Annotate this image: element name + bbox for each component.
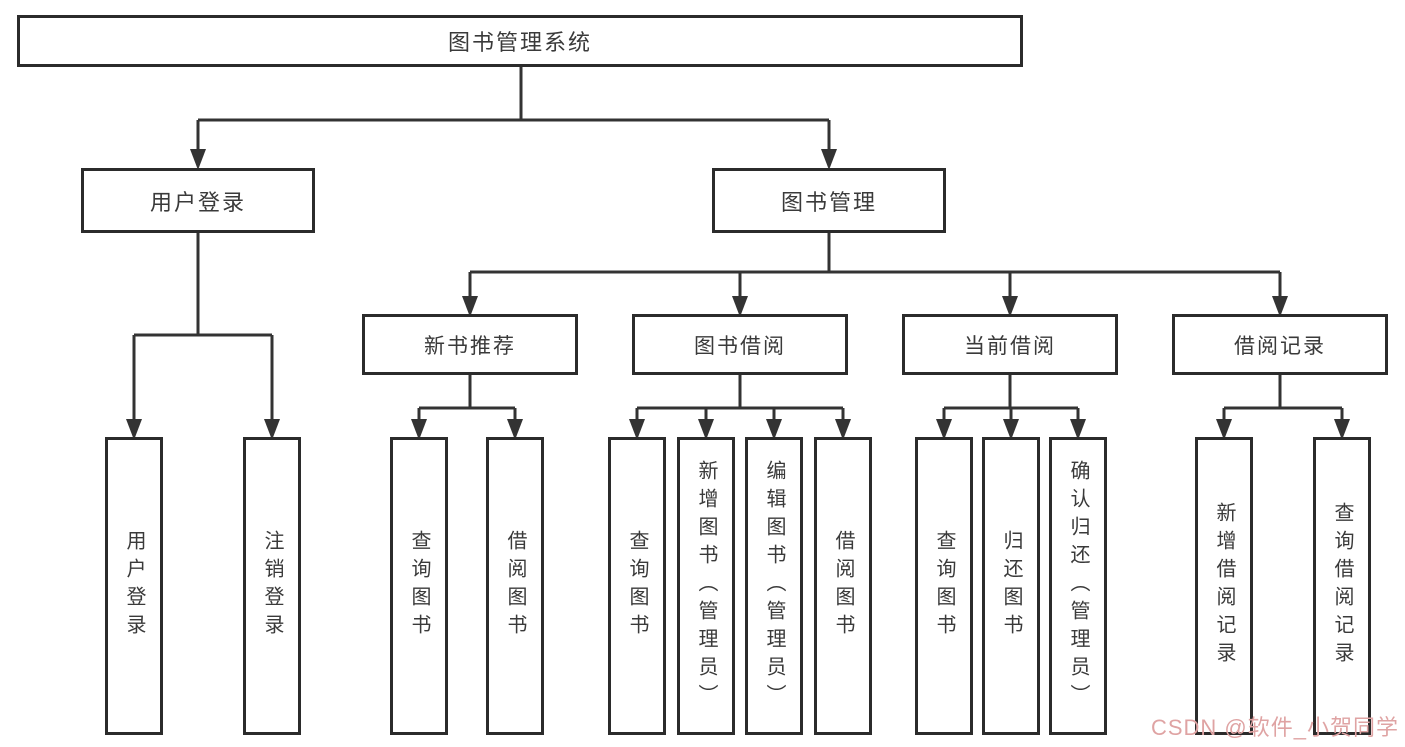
node-label: 图书借阅 xyxy=(694,334,786,358)
node-label: 图书管理系统 xyxy=(447,30,592,55)
arrowhead xyxy=(190,149,206,170)
node-label: 借阅图书 xyxy=(832,530,854,642)
node-leaf-logout: 注销登录 xyxy=(243,437,301,735)
node-leaf-query-borrow-record: 查询借阅记录 xyxy=(1313,437,1371,735)
node-label: 查询借阅记录 xyxy=(1331,502,1353,670)
arrowhead xyxy=(821,149,837,170)
node-user-login: 用户登录 xyxy=(81,168,315,233)
csdn-watermark: CSDN @软件_小贺同学 xyxy=(1150,715,1399,740)
node-leaf-confirm-return-admin: 确认归还（管理员） xyxy=(1049,437,1107,735)
node-leaf-edit-books-admin: 编辑图书（管理员） xyxy=(745,437,803,735)
node-leaf-query-books-2: 查询图书 xyxy=(608,437,666,735)
node-book-borrow: 图书借阅 xyxy=(632,314,848,375)
node-label: 新书推荐 xyxy=(424,334,516,358)
node-label: 查询图书 xyxy=(933,530,955,642)
node-current-borrow: 当前借阅 xyxy=(902,314,1118,375)
node-label: 编辑图书（管理员） xyxy=(763,460,785,712)
node-leaf-query-books-3: 查询图书 xyxy=(915,437,973,735)
node-leaf-add-borrow-record: 新增借阅记录 xyxy=(1195,437,1253,735)
node-leaf-query-books-1: 查询图书 xyxy=(390,437,448,735)
node-leaf-return-books: 归还图书 xyxy=(982,437,1040,735)
node-new-book-recommend: 新书推荐 xyxy=(362,314,578,375)
node-leaf-user-login: 用户登录 xyxy=(105,437,163,735)
node-label: 图书管理 xyxy=(780,189,877,215)
node-label: 查询图书 xyxy=(408,530,430,642)
node-leaf-borrow-books-2: 借阅图书 xyxy=(814,437,872,735)
node-label: 查询图书 xyxy=(626,530,648,642)
node-label: 确认归还（管理员） xyxy=(1067,460,1089,712)
node-label: 注销登录 xyxy=(261,530,283,642)
node-label: 归还图书 xyxy=(1000,530,1022,642)
node-label: 新增图书（管理员） xyxy=(695,460,717,712)
node-label: 当前借阅 xyxy=(964,334,1056,358)
node-leaf-borrow-books-1: 借阅图书 xyxy=(486,437,544,735)
node-label: 借阅图书 xyxy=(504,530,526,642)
node-label: 用户登录 xyxy=(149,189,246,215)
node-label: 借阅记录 xyxy=(1234,334,1326,358)
node-library-management-system: 图书管理系统 xyxy=(17,15,1023,67)
node-leaf-add-books-admin: 新增图书（管理员） xyxy=(677,437,735,735)
node-label: 用户登录 xyxy=(123,530,145,642)
node-book-management: 图书管理 xyxy=(712,168,946,233)
node-borrow-records: 借阅记录 xyxy=(1172,314,1388,375)
node-label: 新增借阅记录 xyxy=(1213,502,1235,670)
